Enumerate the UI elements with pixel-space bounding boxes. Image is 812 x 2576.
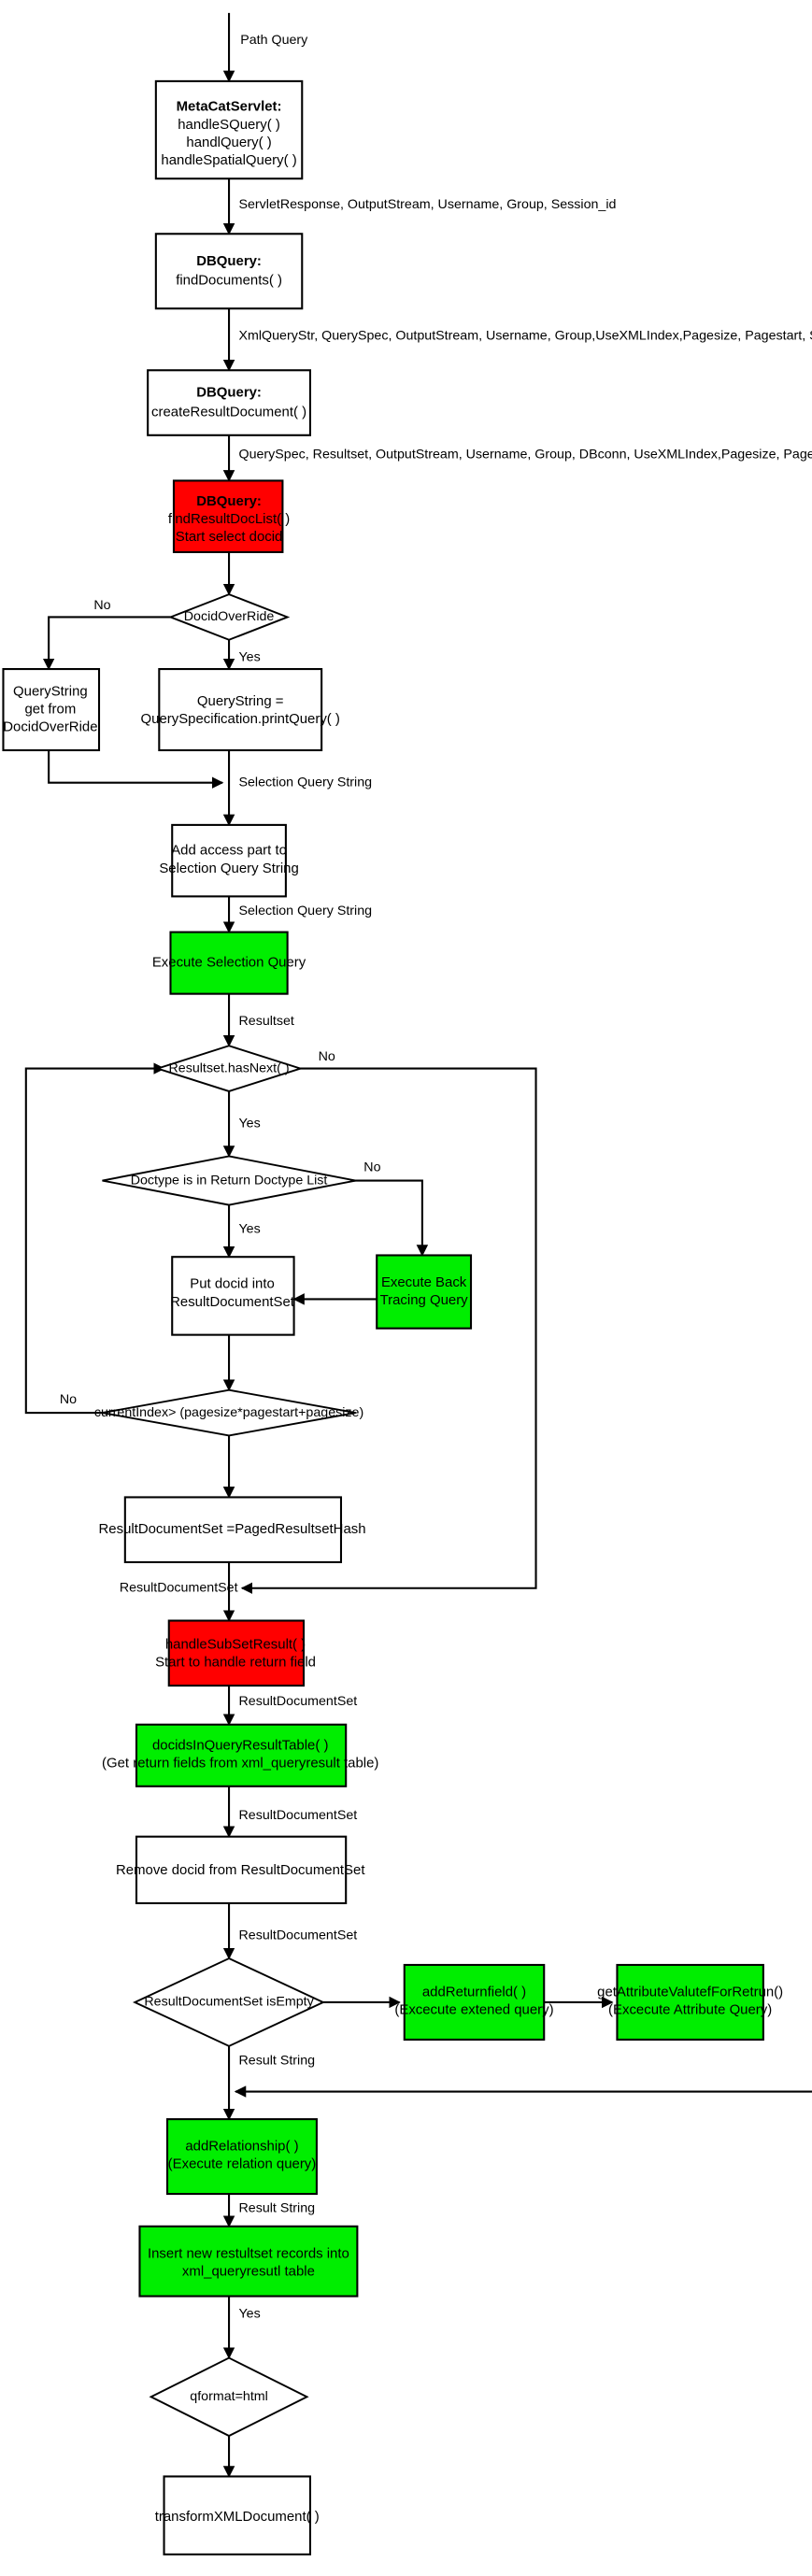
edge-label-result-string-1: Result String xyxy=(238,2053,315,2068)
node-getattributevalueforretrun[interactable]: getAttributeValutefForRetrun() (Excecute… xyxy=(597,1963,783,2041)
node-handlesubset-line-0: handleSubSetResult( ) xyxy=(165,1637,306,1653)
node-metacatservlet[interactable]: MetaCatServlet: handleSQuery( ) handlQue… xyxy=(154,79,304,180)
node-add-access-part[interactable]: Add access part to Selection Query Strin… xyxy=(159,823,299,898)
node-getattribute-line-1: (Excecute Attribute Query) xyxy=(608,2002,772,2018)
node-put-docid-line-0: Put docid into xyxy=(190,1276,275,1292)
node-findresultdoclist-line-0: DBQuery: xyxy=(196,493,262,509)
node-metacatservlet-line-2: handlQuery( ) xyxy=(186,135,271,150)
node-remove-docid[interactable]: Remove docid from ResultDocumentSet xyxy=(116,1835,365,1904)
node-dbquery-createresultdocument[interactable]: DBQuery: createResultDocument( ) xyxy=(147,369,312,436)
node-querystring-printquery-line-1: QuerySpecification.printQuery( ) xyxy=(141,711,340,727)
edge-label-yes-3: Yes xyxy=(238,1221,260,1236)
node-createresultdocument-line-0: DBQuery: xyxy=(196,385,262,401)
edge-label-resultset: Resultset xyxy=(238,1014,293,1029)
edge-label-no-1: No xyxy=(93,598,110,613)
node-doctype-decision[interactable]: Doctype is in Return Doctype List xyxy=(102,1155,356,1206)
edge-label-selection-query-string-2: Selection Query String xyxy=(238,904,372,918)
node-metacatservlet-line-0: MetaCatServlet: xyxy=(177,99,282,115)
edge-label-no-3: No xyxy=(363,1160,380,1174)
node-put-docid-into-resultdocumentset[interactable]: Put docid into ResultDocumentSet xyxy=(170,1256,295,1336)
edge-label-yes-2: Yes xyxy=(238,1116,260,1131)
node-findresultdoclist-line-1: findResultDocList( ) xyxy=(168,511,290,527)
edge-label-resultdocumentset-2: ResultDocumentSet xyxy=(238,1694,357,1709)
node-remove-docid-label: Remove docid from ResultDocumentSet xyxy=(116,1862,365,1878)
node-handlesubset-line-1: Start to handle return field xyxy=(155,1655,316,1671)
node-handlesubsetresult[interactable]: handleSubSetResult( ) Start to handle re… xyxy=(155,1619,316,1687)
node-qformat-decision[interactable]: qformat=html xyxy=(149,2356,309,2438)
edge-label-yes-1: Yes xyxy=(238,650,260,665)
node-docidsinquery-line-1: (Get return fields from xml_queryresult … xyxy=(102,1755,378,1771)
node-docidoverride-decision[interactable]: DocidOverRide xyxy=(167,593,291,641)
node-addrelationship-line-1: (Execute relation query) xyxy=(168,2156,317,2172)
node-docidsinquery-line-0: docidsInQueryResultTable( ) xyxy=(152,1737,328,1753)
node-transformxmldocument[interactable]: transformXMLDocument( ) xyxy=(155,2475,320,2555)
node-metacatservlet-line-3: handleSpatialQuery( ) xyxy=(161,152,296,168)
edge-label-yes-4: Yes xyxy=(238,2306,260,2321)
node-addrelationship-line-0: addRelationship( ) xyxy=(185,2139,298,2155)
node-addrelationship[interactable]: addRelationship( ) (Execute relation que… xyxy=(165,2118,318,2196)
edge-label-path-query: Path Query xyxy=(240,33,308,48)
node-execute-back-tracing-query[interactable]: Execute Back Tracing Query xyxy=(376,1254,473,1330)
node-pagedresultsethash-label: ResultDocumentSet =PagedResultsetHash xyxy=(99,1521,366,1537)
node-doctype-label: Doctype is in Return Doctype List xyxy=(131,1173,328,1188)
node-querystring-get-line-1: get from xyxy=(24,701,76,717)
edge-label-no-4: No xyxy=(60,1392,77,1407)
node-execute-selection-label: Execute Selection Query xyxy=(152,955,306,971)
edge-label-queryspec-resultset: QuerySpec, Resultset, OutputStream, User… xyxy=(238,447,812,462)
node-finddocuments-line-1: findDocuments( ) xyxy=(176,273,282,289)
node-querystring-get-from-docidoverride[interactable]: QueryString get from DocidOverRide xyxy=(2,668,101,751)
node-insert-line-0: Insert new restultset records into xyxy=(148,2245,349,2261)
edge-getattribute-loopback xyxy=(234,2085,812,2098)
edge-label-xmlquerystr: XmlQueryStr, QuerySpec, OutputStream, Us… xyxy=(238,329,812,344)
node-dbquery-finddocuments[interactable]: DBQuery: findDocuments( ) xyxy=(154,233,304,310)
edge-currentindex-no xyxy=(24,1062,165,1415)
edge-label-resultdocumentset-4: ResultDocumentSet xyxy=(238,1928,357,1943)
edge-querystring-left-merge xyxy=(48,749,224,789)
node-backtracing-line-0: Execute Back xyxy=(381,1274,467,1290)
node-addreturnfield[interactable]: addReturnfield( ) (Excecute extened quer… xyxy=(394,1963,554,2041)
node-docidoverride-label: DocidOverRide xyxy=(184,609,275,624)
node-add-access-line-1: Selection Query String xyxy=(159,861,298,876)
edge-hasnext-no xyxy=(240,1067,537,1595)
node-getattribute-line-0: getAttributeValutefForRetrun() xyxy=(597,1984,783,2000)
node-add-access-line-0: Add access part to xyxy=(171,843,287,859)
node-resultset-hasnext-decision[interactable]: Resultset.hasNext( ) xyxy=(154,1045,304,1092)
node-execute-selection-query[interactable]: Execute Selection Query xyxy=(152,931,306,995)
edge-label-resultdocumentset-3: ResultDocumentSet xyxy=(238,1808,357,1823)
edge-label-resultdocumentset-1: ResultDocumentSet xyxy=(120,1581,238,1596)
node-querystring-printquery-line-0: QueryString = xyxy=(197,693,284,709)
node-hasnext-label: Resultset.hasNext( ) xyxy=(169,1060,290,1075)
node-addreturnfield-line-1: (Excecute extened query) xyxy=(394,2002,553,2018)
edge-label-result-string-2: Result String xyxy=(238,2200,315,2215)
node-resultdocumentset-isempty-decision[interactable]: ResultDocumentSet isEmpty xyxy=(132,1957,326,2047)
edge-docidoverride-no xyxy=(42,616,171,671)
node-currentindex-decision[interactable]: currentIndex> (pagesize*pagestart+pagesi… xyxy=(94,1388,363,1437)
node-currentindex-label: currentIndex> (pagesize*pagestart+pagesi… xyxy=(94,1405,363,1420)
edge-label-servlet-response: ServletResponse, OutputStream, Username,… xyxy=(238,197,616,212)
node-querystring-get-line-2: DocidOverRide xyxy=(3,719,97,735)
node-insert-line-1: xml_queryresutl table xyxy=(182,2263,315,2279)
node-qformat-label: qformat=html xyxy=(190,2389,268,2404)
node-finddocuments-line-0: DBQuery: xyxy=(196,253,262,269)
node-querystring-get-line-0: QueryString xyxy=(13,683,88,699)
node-querystring-printquery[interactable]: QueryString = QuerySpecification.printQu… xyxy=(141,668,340,751)
node-isempty-label: ResultDocumentSet isEmpty xyxy=(144,1995,314,2010)
edge-doctype-no xyxy=(331,1179,429,1257)
node-resultdocumentset-pagedresultsethash[interactable]: ResultDocumentSet =PagedResultsetHash xyxy=(99,1496,366,1563)
node-put-docid-line-1: ResultDocumentSet xyxy=(170,1294,295,1310)
node-dbquery-findresultdoclist[interactable]: DBQuery: findResultDocList( ) Start sele… xyxy=(168,479,290,553)
node-backtracing-line-1: Tracing Query xyxy=(380,1292,469,1308)
node-transform-label: transformXMLDocument( ) xyxy=(155,2509,320,2525)
node-metacatservlet-line-1: handleSQuery( ) xyxy=(178,117,280,133)
node-docidsinqueryresulttable[interactable]: docidsInQueryResultTable( ) (Get return … xyxy=(102,1723,378,1787)
node-insert-new-resultset-records[interactable]: Insert new restultset records into xml_q… xyxy=(138,2225,359,2298)
node-createresultdocument-line-1: createResultDocument( ) xyxy=(151,404,306,420)
node-addreturnfield-line-0: addReturnfield( ) xyxy=(422,1984,526,2000)
edge-label-selection-query-string-1: Selection Query String xyxy=(238,775,372,790)
node-findresultdoclist-line-2: Start select docid xyxy=(176,529,283,545)
edge-label-no-2: No xyxy=(319,1049,335,1064)
